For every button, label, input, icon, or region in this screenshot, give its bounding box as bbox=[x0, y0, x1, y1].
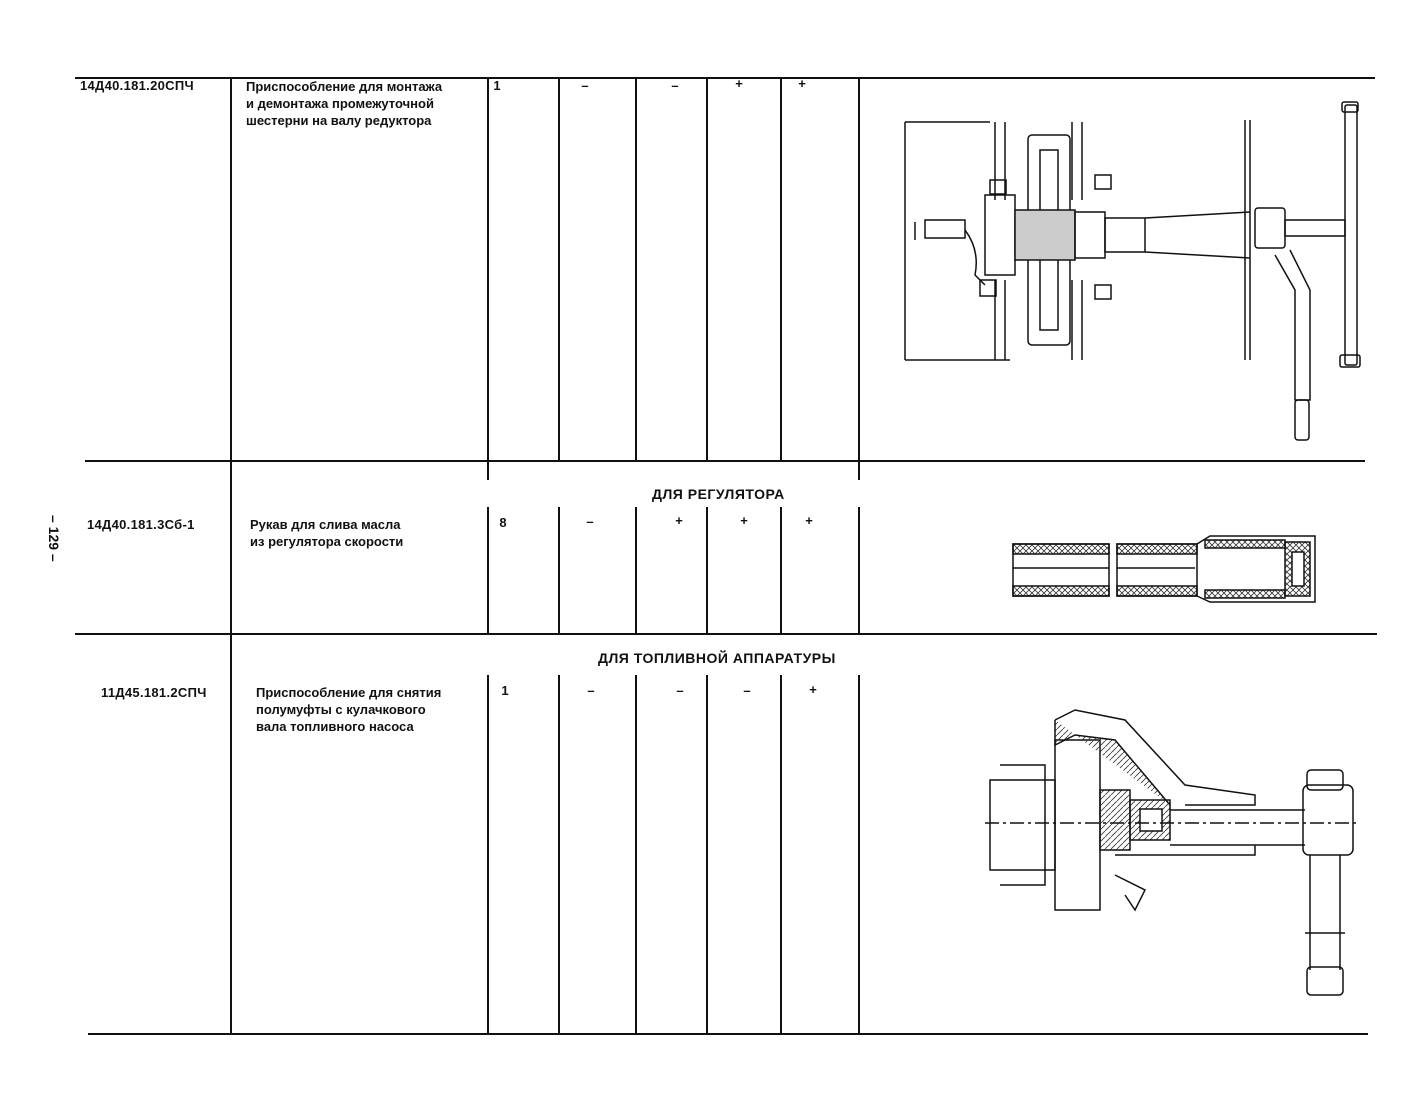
row-code: 11Д45.181.2СПЧ bbox=[101, 685, 207, 700]
col-rule bbox=[858, 77, 860, 460]
col-rule bbox=[558, 507, 560, 633]
row-1-top-rule bbox=[75, 77, 1375, 79]
col-rule bbox=[487, 507, 489, 633]
oil-drain-hose-drawing bbox=[1005, 530, 1325, 610]
col-rule bbox=[780, 77, 782, 460]
table-bottom-rule bbox=[88, 1033, 1368, 1035]
row-mark: + bbox=[798, 76, 806, 91]
row-mark: + bbox=[740, 513, 748, 528]
row-mark: – bbox=[671, 78, 679, 93]
gear-puller-drawing bbox=[900, 100, 1370, 445]
row-description: Приспособление для снятия полумуфты с ку… bbox=[256, 685, 442, 734]
half-coupling-puller-drawing bbox=[985, 705, 1365, 1005]
row-mark: – bbox=[587, 683, 595, 698]
col-rule bbox=[558, 77, 560, 460]
page-number: – 129 – bbox=[46, 515, 62, 562]
row-2-bottom-rule bbox=[75, 633, 1377, 635]
col-rule bbox=[230, 77, 232, 460]
row-mark: + bbox=[735, 76, 743, 91]
col-rule bbox=[706, 77, 708, 460]
row-description: Рукав для слива масла из регулятора скор… bbox=[250, 517, 404, 549]
row-code: 14Д40.181.3Сб-1 bbox=[87, 517, 195, 532]
col-rule bbox=[706, 675, 708, 1033]
row-quantity: 8 bbox=[499, 515, 507, 530]
col-rule bbox=[230, 633, 232, 1033]
row-description: Приспособление для монтажа и демонтажа п… bbox=[246, 79, 443, 128]
col-rule bbox=[706, 507, 708, 633]
row-mark: + bbox=[675, 513, 683, 528]
col-rule bbox=[635, 77, 637, 460]
row-mark: + bbox=[805, 513, 813, 528]
col-rule bbox=[635, 507, 637, 633]
row-mark: – bbox=[581, 78, 589, 93]
row-mark: + bbox=[809, 682, 817, 697]
row-code: 14Д40.181.20СПЧ bbox=[80, 78, 194, 93]
col-rule bbox=[635, 675, 637, 1033]
row-quantity: 1 bbox=[493, 78, 501, 93]
row-mark: – bbox=[586, 514, 594, 529]
row-mark: – bbox=[676, 683, 684, 698]
col-rule bbox=[558, 675, 560, 1033]
col-rule bbox=[858, 460, 860, 480]
row-quantity: 1 bbox=[501, 683, 509, 698]
col-rule bbox=[487, 675, 489, 1033]
col-rule bbox=[487, 460, 489, 480]
row-1-bottom-rule bbox=[85, 460, 1365, 462]
col-rule bbox=[858, 675, 860, 1033]
section-title-fuel-equipment: ДЛЯ ТОПЛИВНОЙ АППАРАТУРЫ bbox=[598, 650, 836, 666]
col-rule bbox=[487, 77, 489, 460]
col-rule bbox=[780, 675, 782, 1033]
row-mark: – bbox=[743, 683, 751, 698]
col-rule bbox=[858, 507, 860, 633]
col-rule bbox=[780, 507, 782, 633]
section-title-regulator: ДЛЯ РЕГУЛЯТОРА bbox=[652, 486, 785, 502]
col-rule bbox=[230, 460, 232, 633]
